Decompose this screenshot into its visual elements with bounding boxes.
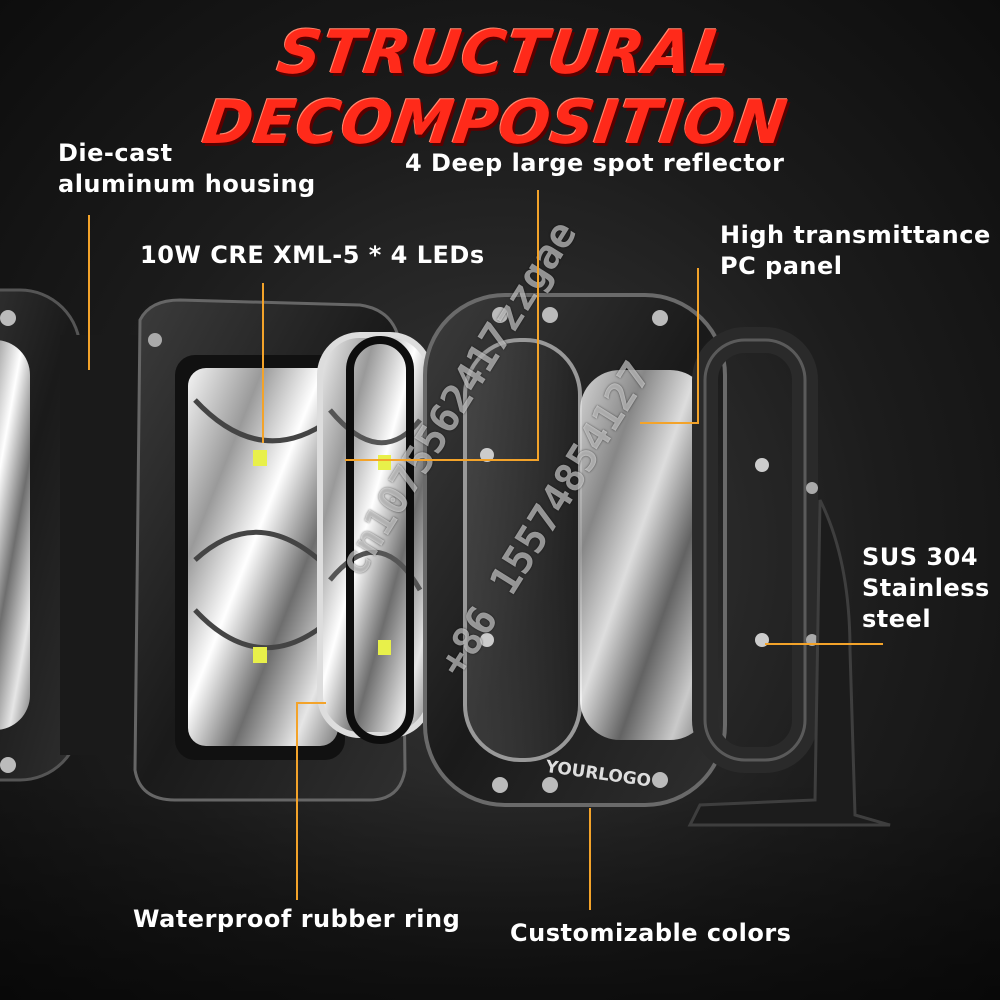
leader-panel-h xyxy=(640,422,699,424)
label-housing-line2: aluminum housing xyxy=(58,170,316,198)
label-panel-line1: High transmittance xyxy=(720,221,991,249)
leader-reflector-v xyxy=(537,190,539,460)
leader-reflector-h xyxy=(345,459,539,461)
leader-housing xyxy=(88,215,90,370)
leader-leds xyxy=(262,283,264,443)
label-steel-line3: steel xyxy=(862,605,932,633)
leader-rubber-h xyxy=(296,702,326,704)
rubber-ring xyxy=(346,336,414,744)
label-leds: 10W CRE XML-5 * 4 LEDs xyxy=(140,241,485,269)
leader-panel-v xyxy=(697,268,699,424)
left-housing xyxy=(0,288,88,782)
label-housing-line1: Die-cast xyxy=(58,139,173,167)
label-colors: Customizable colors xyxy=(510,919,792,947)
label-rubber-ring: Waterproof rubber ring xyxy=(133,905,461,933)
mounting-bracket xyxy=(687,499,891,827)
label-panel: High transmittance PC panel xyxy=(720,220,991,282)
label-reflector: 4 Deep large spot reflector xyxy=(405,149,785,177)
leader-steel xyxy=(765,643,883,645)
right-reflector xyxy=(580,370,710,740)
stainless-steel-frame xyxy=(692,327,818,773)
label-panel-line2: PC panel xyxy=(720,252,843,280)
label-housing: Die-cast aluminum housing xyxy=(58,138,316,200)
label-steel-line1: SUS 304 xyxy=(862,543,979,571)
label-steel: SUS 304 Stainless steel xyxy=(862,542,990,635)
leader-rubber-v xyxy=(296,703,298,900)
leader-colors xyxy=(589,808,591,910)
label-steel-line2: Stainless xyxy=(862,574,990,602)
